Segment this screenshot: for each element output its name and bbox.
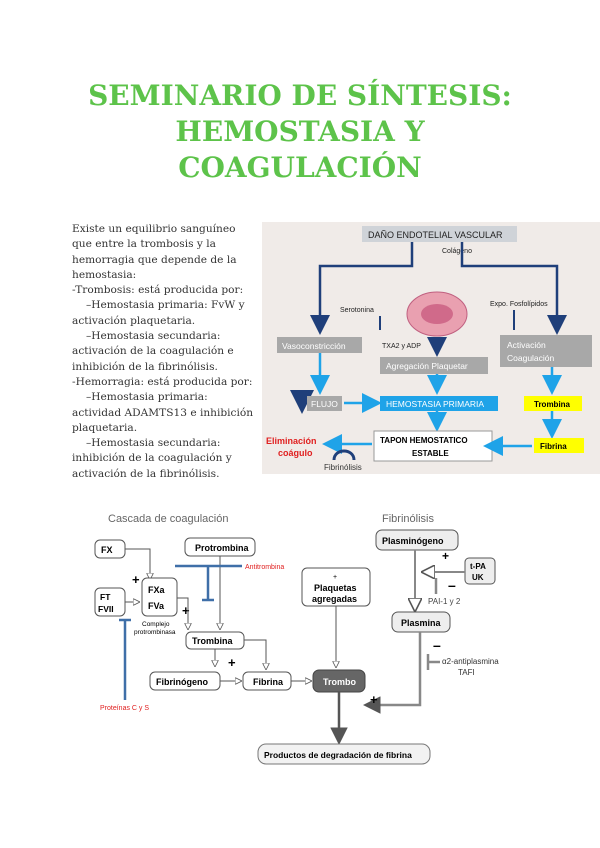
plug-label-2: ESTABLE	[412, 449, 449, 458]
plus-sign-5: +	[370, 692, 378, 707]
intro-paragraph: Existe un equilibrio sanguíneo que entre…	[72, 223, 237, 281]
fibrinolysis-heading: Fibrinólisis	[382, 513, 434, 525]
thrombin-box	[524, 396, 582, 411]
fibrin-box	[534, 438, 584, 453]
plus-sign-1: +	[132, 572, 140, 587]
products-box	[257, 743, 431, 765]
elimination-label-2: coágulo	[278, 448, 313, 458]
fibrin-label: Fibrina	[540, 442, 567, 451]
coagulation-cascade-diagram: Cascada de coagulación Fibrinólisis FX P…	[80, 500, 540, 780]
minus-sign-1: –	[448, 577, 456, 593]
arrow-fx-to-fxa	[125, 548, 150, 578]
collagen-label: Colágeno	[442, 248, 472, 255]
title-line-2: HEMOSTASIA Y	[175, 115, 425, 148]
cascade-heading: Cascada de coagulación	[108, 513, 228, 525]
activation-label-2: Coagulación	[507, 353, 555, 363]
aggregation-label: Agregación Plaquetar	[386, 361, 468, 371]
intro-paragraph: -Hemorragia: está producida por:	[72, 375, 253, 388]
activation-label-1: Activación	[507, 340, 546, 350]
thrombus-label: Trombo	[323, 677, 357, 687]
tpa-label-1: t-PA	[470, 562, 486, 571]
intro-paragraph: –Hemostasia primaria: FvW y activación p…	[72, 299, 245, 327]
vasoconstriction-label: Vasoconstricción	[282, 341, 346, 351]
plus-sign-4: +	[442, 549, 449, 563]
fibrinolysis-label: Fibrinólisis	[324, 463, 362, 472]
plus-sign-2: +	[182, 603, 190, 618]
complex-label-1: Complejo	[142, 621, 170, 628]
intro-paragraph: –Hemostasia primaria: actividad ADAMTS13…	[72, 391, 254, 434]
phospholipids-label: Expo. Fosfolípidos	[490, 301, 548, 308]
aggregation-box	[380, 357, 488, 374]
primary-box	[380, 396, 498, 411]
proteins-label: Proteínas C y S	[100, 705, 149, 712]
plasminogen-box	[375, 529, 459, 551]
intro-text: Existe un equilibrio sanguíneo que entre…	[72, 222, 258, 482]
plus-sign-3: +	[228, 655, 236, 670]
vasoconstriction-box	[277, 337, 362, 353]
antiplasmin-label-2: TAFI	[458, 668, 475, 677]
tpa-label-2: UK	[472, 573, 484, 582]
arrow-complex-to-thrombin	[177, 597, 188, 628]
thrombin-label: Trombina	[534, 400, 571, 409]
intro-paragraph: -Trombosis: está producida por:	[72, 284, 244, 297]
title-line-3: COAGULACIÓN	[178, 151, 422, 184]
activation-box	[500, 335, 592, 367]
products-label: Productos de degradación de fibrina	[264, 750, 412, 760]
arrow-thrombin-to-fibrin	[244, 639, 266, 668]
fibrin-label: Fibrina	[253, 677, 284, 687]
prothrombin-label: Protrombina	[195, 543, 249, 553]
arrow-to-vasoconstriction	[310, 242, 414, 335]
coagulation-cascade-svg: Cascada de coagulación Fibrinólisis FX P…	[94, 513, 499, 765]
damage-box	[362, 226, 517, 242]
hemostasis-diagram-svg: DAÑO ENDOTELIAL VASCULAR Colágeno Seroto…	[266, 226, 592, 472]
fibrinogen-label: Fibrinógeno	[156, 677, 208, 687]
txa2-label: TXA2 y ADP	[382, 343, 421, 350]
document-title: SEMINARIO DE SÍNTESIS: HEMOSTASIA Y COAG…	[0, 78, 600, 186]
fva-label: FVa	[148, 601, 165, 611]
fvii-label: FVII	[98, 604, 114, 614]
fxa-label: FXa	[148, 585, 166, 595]
fxa-fva-box	[141, 577, 178, 617]
platelets-label-1: Plaquetas	[314, 583, 357, 593]
fibrinolysis-curve-icon	[332, 449, 356, 461]
hemostasis-diagram: DAÑO ENDOTELIAL VASCULAR Colágeno Seroto…	[262, 222, 600, 474]
title-line-1: SEMINARIO DE SÍNTESIS:	[88, 79, 512, 112]
plasminogen-label: Plasminógeno	[382, 536, 444, 546]
intro-paragraph: –Hemostasia secundaria: inhibición de la…	[72, 437, 232, 480]
plasmin-label: Plasmina	[401, 618, 442, 628]
ft-label: FT	[100, 592, 111, 602]
plasmin-line	[380, 632, 422, 707]
flow-box	[307, 396, 342, 411]
platelet-core	[421, 304, 453, 324]
pai-label: PAI-1 y 2	[428, 597, 461, 606]
complex-label-2: protrombinasa	[134, 629, 176, 636]
antiplasmin-label-1: α2-antiplasmina	[442, 657, 499, 666]
plug-box	[373, 430, 493, 462]
antithrombin-label: Antitrombina	[245, 564, 284, 571]
primary-label: HEMOSTASIA PRIMARIA	[386, 399, 484, 409]
serotonin-label: Serotonina	[340, 307, 374, 314]
damage-label: DAÑO ENDOTELIAL VASCULAR	[368, 230, 503, 240]
elimination-label-1: Eliminación	[266, 436, 317, 446]
plug-label-1: TAPON HEMOSTATICO	[380, 436, 468, 445]
fx-label: FX	[101, 545, 113, 555]
flow-label: FLUJO	[311, 399, 338, 409]
platelets-label-2: agregadas	[312, 594, 357, 604]
thrombin-label: Trombina	[192, 636, 233, 646]
platelets-plus: +	[333, 574, 337, 581]
intro-paragraph: –Hemostasia secundaria: activación de la…	[72, 330, 234, 373]
minus-sign-2: –	[433, 637, 441, 653]
arrow-to-activation	[460, 242, 567, 335]
